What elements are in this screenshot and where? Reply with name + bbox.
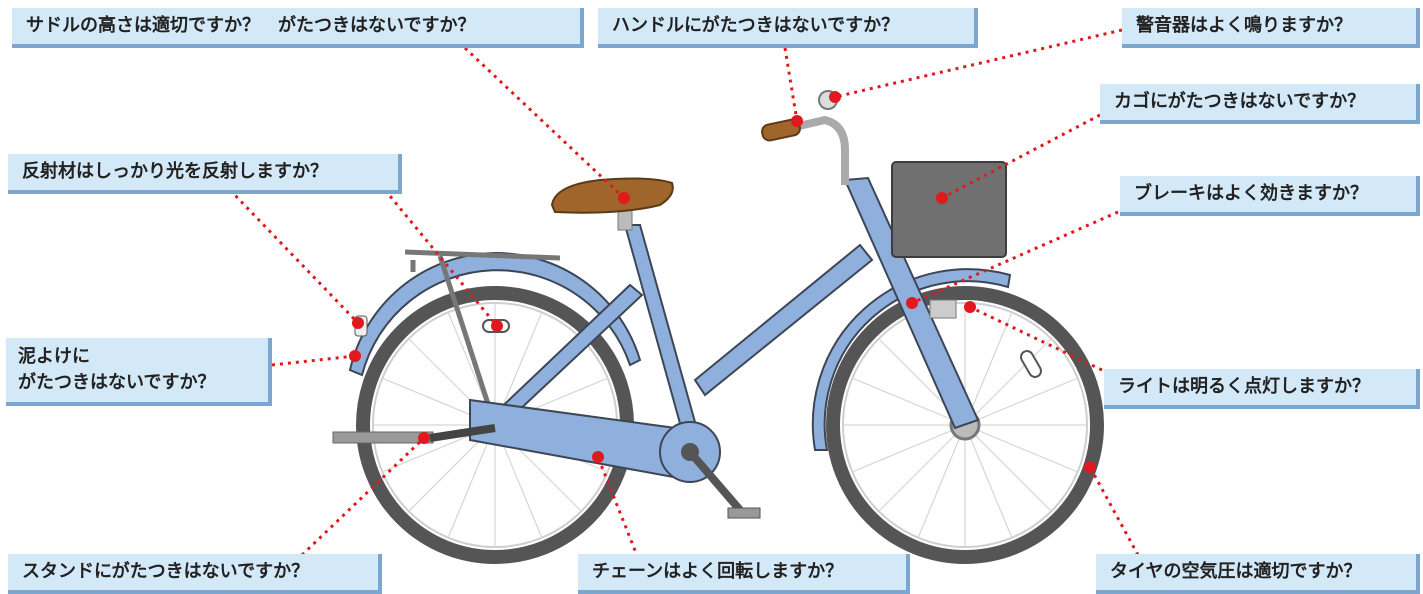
- label-reflector: 反射材はしっかり光を反射しますか？: [8, 154, 402, 194]
- handlebar: [789, 115, 849, 185]
- rear-fender: [348, 252, 642, 377]
- headlight: [929, 299, 957, 319]
- label-tire: タイヤの空気圧は適切ですか？: [1096, 554, 1420, 594]
- crank: [686, 449, 744, 513]
- label-chain: チェーンはよく回転しますか？: [578, 554, 910, 594]
- label-stand: スタンドにがたつきはないですか？: [8, 554, 382, 594]
- pointer-lines: [228, 28, 1140, 559]
- pointer-dots: [349, 91, 1096, 473]
- basket: [891, 161, 1007, 258]
- rear-rack: [404, 249, 561, 411]
- label-bell: 警音器はよく鳴りますか？: [1122, 8, 1420, 48]
- pedal: [727, 507, 761, 519]
- saddle: [550, 177, 674, 214]
- kickstand: [332, 431, 434, 444]
- label-fender: 泥よけに がたつきはないですか？: [6, 338, 272, 406]
- label-brake: ブレーキはよく効きますか？: [1120, 176, 1420, 216]
- label-light: ライトは明るく点灯しますか？: [1104, 369, 1420, 409]
- label-basket: カゴにがたつきはないですか？: [1100, 84, 1420, 124]
- label-handle: ハンドルにがたつきはないですか？: [598, 8, 978, 48]
- front-fender: [811, 268, 1012, 451]
- label-saddle: サドルの高さは適切ですか？ がたつきはないですか？: [12, 8, 584, 48]
